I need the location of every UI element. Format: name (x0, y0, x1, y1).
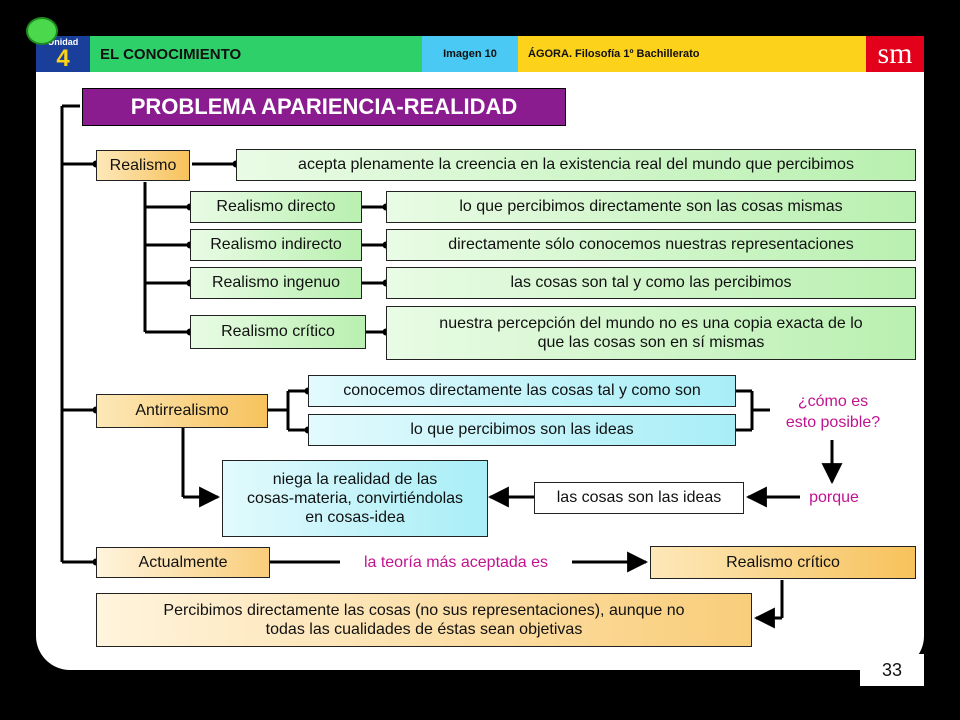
node-cosas-ideas-text: las cosas son las ideas (556, 489, 722, 507)
question-text: ¿cómo es esto posible? (768, 392, 898, 434)
node-realismo-directo-definition-text: lo que percibimos directamente son las c… (459, 198, 843, 216)
node-conclusion-line2: todas las cualidades de éstas sean objet… (265, 621, 583, 638)
node-anti-directo: conocemos directamente las cosas tal y c… (308, 375, 736, 407)
node-realismo-definition: acepta plenamente la creencia en la exis… (236, 149, 916, 181)
image-label: Imagen 10 (443, 48, 497, 60)
node-realismo-indirecto-definition-text: directamente sólo conocemos nuestras rep… (448, 236, 854, 254)
porque-text: porque (809, 489, 859, 506)
node-realismo-indirecto-definition: directamente sólo conocemos nuestras rep… (386, 229, 916, 261)
node-realismo-critico-result-label: Realismo crítico (726, 553, 840, 571)
node-realismo-directo: Realismo directo (190, 191, 362, 223)
node-antirrealismo-label: Antirrealismo (135, 402, 229, 420)
node-niega-line3: en cosas-idea (305, 509, 405, 527)
node-realismo-ingenuo-definition: las cosas son tal y como las percibimos (386, 267, 916, 299)
node-realismo-indirecto-label: Realismo indirecto (210, 236, 342, 254)
node-actualmente: Actualmente (96, 547, 270, 578)
node-anti-ideas: lo que percibimos son las ideas (308, 414, 736, 446)
node-realismo-ingenuo-definition-text: las cosas son tal y como las percibimos (510, 274, 792, 292)
node-realismo-critico-definition: nuestra percepción del mundo no es una c… (386, 306, 916, 360)
node-realismo-definition-text: acepta plenamente la creencia en la exis… (298, 156, 854, 174)
node-realismo-ingenuo: Realismo ingenuo (190, 267, 362, 299)
node-anti-ideas-text: lo que percibimos son las ideas (410, 421, 634, 439)
book-bar: ÁGORA. Filosofía 1º Bachillerato (518, 36, 866, 72)
node-cosas-ideas: las cosas son las ideas (534, 482, 744, 514)
node-conclusion: Percibimos directamente las cosas (no su… (96, 593, 752, 647)
node-realismo-label: Realismo (109, 156, 177, 174)
book-title: ÁGORA. Filosofía 1º Bachillerato (528, 48, 700, 60)
node-niega-line2: cosas-materia, convirtiéndolas (246, 489, 464, 507)
teoria-text: la teoría más aceptada es (363, 554, 549, 571)
chapter-bar: EL CONOCIMIENTO (90, 36, 422, 72)
node-realismo-indirecto: Realismo indirecto (190, 229, 362, 261)
node-realismo: Realismo (96, 150, 190, 181)
logo-box: sm (866, 36, 924, 72)
page-number-area (860, 654, 924, 686)
node-realismo-critico-label: Realismo crítico (221, 323, 335, 341)
green-dot-icon (26, 17, 58, 45)
unidad-number: 4 (56, 44, 70, 72)
question-line1: ¿cómo es (797, 393, 869, 410)
node-realismo-directo-label: Realismo directo (216, 198, 336, 216)
question-line2: esto posible? (785, 413, 881, 431)
diagram-title: PROBLEMA APARIENCIA-REALIDAD (82, 88, 566, 126)
node-realismo-critico: Realismo crítico (190, 315, 366, 349)
node-realismo-directo-definition: lo que percibimos directamente son las c… (386, 191, 916, 223)
page-number: 33 (881, 660, 903, 680)
image-label-bar: Imagen 10 (422, 36, 518, 72)
sm-logo: sm (877, 37, 913, 70)
node-anti-directo-text: conocemos directamente las cosas tal y c… (343, 382, 701, 400)
node-niega: niega la realidad de las cosas-materia, … (222, 460, 488, 537)
node-niega-line1: niega la realidad de las (272, 470, 438, 488)
node-realismo-critico-definition-line2: que las cosas son en sí mismas (537, 334, 765, 351)
unidad-label: Unidad (47, 36, 79, 47)
node-realismo-ingenuo-label: Realismo ingenuo (211, 274, 341, 292)
diagram-title-text: PROBLEMA APARIENCIA-REALIDAD (130, 93, 518, 119)
node-antirrealismo: Antirrealismo (96, 394, 268, 428)
node-realismo-critico-result: Realismo crítico (650, 546, 916, 579)
chapter-title: EL CONOCIMIENTO (100, 45, 242, 63)
node-actualmente-label: Actualmente (138, 553, 228, 571)
node-conclusion-line1: Percibimos directamente las cosas (no su… (163, 601, 685, 619)
node-realismo-critico-definition-line1: nuestra percepción del mundo no es una c… (439, 314, 863, 332)
